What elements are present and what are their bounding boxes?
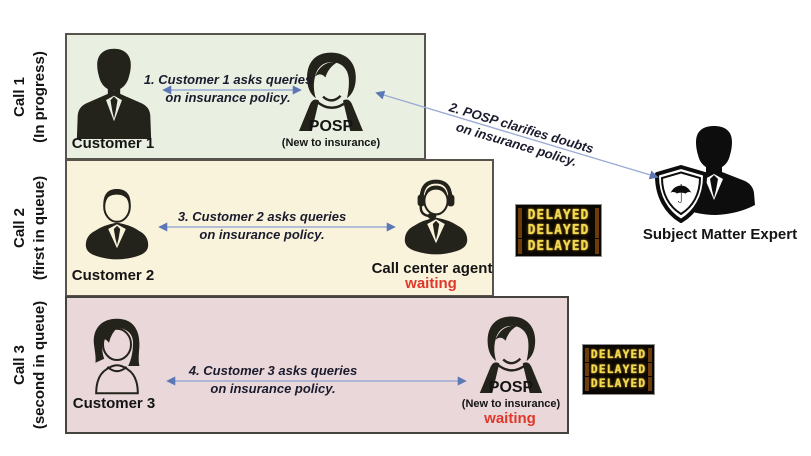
- annotation-call2: 3. Customer 2 asks queries on insurance …: [162, 208, 362, 244]
- call1-side-label-line2: (In progress): [30, 51, 48, 143]
- posp3-sublabel: (New to insurance): [461, 398, 561, 410]
- call2-waiting-status: waiting: [405, 275, 457, 292]
- delayed-sign-row: DELAYED: [518, 207, 599, 223]
- delayed-sign-row: DELAYED: [585, 377, 652, 391]
- customer2-label: Customer 2: [71, 267, 155, 284]
- subject-matter-expert-icon: ☂: [655, 126, 755, 223]
- delayed-sign-row: DELAYED: [518, 223, 599, 238]
- delayed-sign-row: DELAYED: [585, 362, 652, 377]
- svg-text:☂: ☂: [669, 180, 692, 210]
- posp-woman-icon: [299, 52, 363, 131]
- businessman-silhouette-icon: [76, 48, 152, 139]
- annotation-call3: 4. Customer 3 asks queries on insurance …: [173, 362, 373, 398]
- delayed-sign-row: DELAYED: [585, 348, 652, 362]
- subject-matter-expert-label: Subject Matter Expert: [642, 226, 798, 243]
- call2-side-label-line1: Call 2: [11, 207, 28, 249]
- delayed-sign-row: DELAYED: [518, 238, 599, 254]
- customer3-woman-icon: [93, 318, 140, 395]
- annotation-call3-line1: 4. Customer 3 asks queries: [188, 363, 358, 378]
- annotation-call2-line2: on insurance policy.: [199, 227, 325, 242]
- customer2-man-icon: [85, 189, 149, 260]
- call1-side-label-line1: Call 1: [11, 76, 28, 118]
- delayed-sign-call2: DELAYED DELAYED DELAYED: [515, 204, 602, 257]
- call2-side-label-line2: (first in queue): [30, 175, 48, 281]
- call2-side-label: Call 2 (first in queue): [10, 153, 50, 303]
- annotation-call1-line1: 1. Customer 1 asks queries: [143, 72, 313, 87]
- annotation-call1: 1. Customer 1 asks queries on insurance …: [128, 71, 328, 107]
- call3-box: [65, 296, 569, 434]
- posp-woman-icon: [479, 316, 543, 393]
- annotation-call3-line2: on insurance policy.: [210, 381, 336, 396]
- call3-side-label-line1: Call 3: [11, 344, 28, 386]
- posp3-label: POSP: [488, 379, 534, 396]
- call3-side-label: Call 3 (second in queue): [10, 290, 50, 440]
- annotation-call1-line2: on insurance policy.: [165, 90, 291, 105]
- customer1-label: Customer 1: [71, 135, 155, 152]
- call1-side-label: Call 1 (In progress): [10, 22, 50, 172]
- customer3-label: Customer 3: [72, 395, 156, 412]
- call3-side-label-line2: (second in queue): [30, 300, 48, 430]
- posp1-sublabel: (New to insurance): [281, 137, 381, 149]
- posp1-label: POSP: [308, 118, 354, 135]
- call3-waiting-status: waiting: [484, 410, 536, 427]
- delayed-sign-call3: DELAYED DELAYED DELAYED: [582, 344, 655, 395]
- shield-umbrella-icon: ☂: [655, 165, 707, 223]
- call-center-agent-icon: [404, 179, 468, 255]
- call-center-agent-label: Call center agent: [371, 260, 493, 277]
- annotation-call2-line1: 3. Customer 2 asks queries: [177, 209, 347, 224]
